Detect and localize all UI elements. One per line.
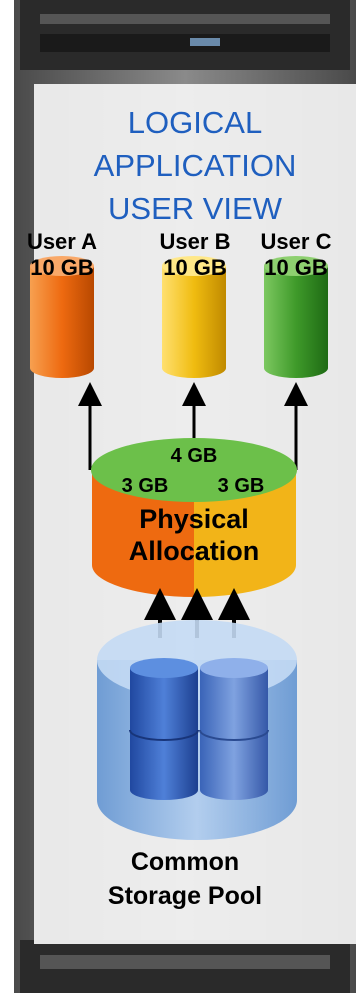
pool-disk-right [199,658,269,800]
user-b-capacity: 10 GB [163,255,227,280]
title-line-3: USER VIEW [108,191,282,226]
title-line-2: APPLICATION [93,148,297,183]
pool-line-2: Storage Pool [107,882,263,910]
user-a-name: User A [26,229,98,254]
user-a-cylinder [30,256,94,378]
physical-line-2: Allocation [128,536,260,566]
physical-left-label: 3 GB [121,475,169,497]
arrows-to-users [78,382,308,470]
user-a-capacity: 10 GB [30,255,94,280]
physical-allocation-cylinder [91,438,297,597]
user-b-name: User B [159,229,231,254]
user-c-name: User C [260,229,332,254]
user-c-cylinder [264,256,328,378]
physical-line-1: Physical [139,504,249,534]
user-c-capacity: 10 GB [264,255,328,280]
physical-right-label: 3 GB [217,475,265,497]
physical-top-label: 4 GB [170,445,218,467]
storage-pool-cylinder [97,620,297,840]
title-line-1: LOGICAL [127,105,263,140]
pool-line-1: Common [130,848,240,876]
user-b-cylinder [162,256,226,378]
pool-disk-left [129,658,199,800]
